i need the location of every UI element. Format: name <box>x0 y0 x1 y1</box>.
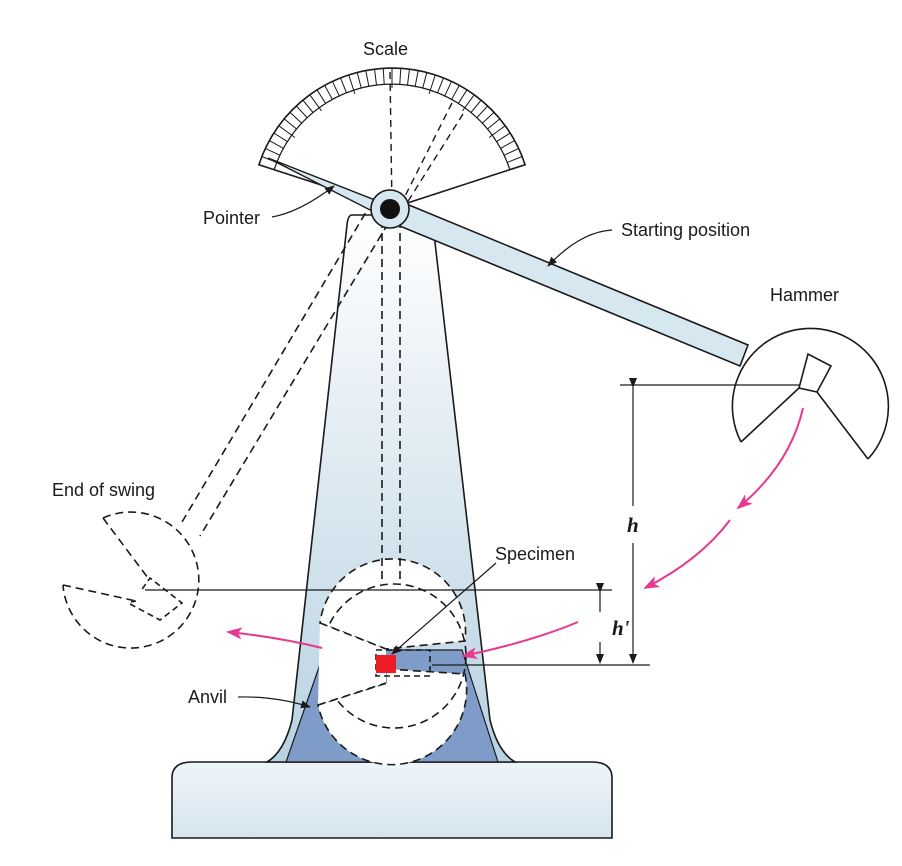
leader-anvil <box>237 696 311 709</box>
scale-tick <box>331 81 340 97</box>
pivot-inner <box>380 199 400 219</box>
swing-arrow-descending <box>736 407 804 510</box>
scale-tick <box>273 132 288 143</box>
scale-tick <box>482 111 495 124</box>
scale-tick <box>340 77 347 93</box>
scale-tick <box>507 156 523 163</box>
hammer-impact-upper <box>319 558 467 650</box>
scale-tick <box>302 99 314 113</box>
scale-dial <box>257 67 527 209</box>
scale-tick <box>462 94 475 112</box>
scale-tick <box>365 70 370 87</box>
machine-base <box>171 761 613 839</box>
label-specimen: Specimen <box>495 544 576 564</box>
scale-tick <box>265 147 281 156</box>
scale-tick <box>503 147 519 156</box>
scale-tick <box>278 125 296 138</box>
leader-starting-position <box>547 229 613 267</box>
hammer-end-of-swing <box>49 493 264 692</box>
scale-tick <box>316 89 327 104</box>
swing-arrow-impact <box>461 621 579 660</box>
scale-tick <box>258 164 279 172</box>
swing-arrow-exit <box>226 627 323 649</box>
label-h: h <box>627 513 639 537</box>
label-h-prime: h' <box>612 616 630 640</box>
scale-tick <box>470 99 482 113</box>
hammer-impact-position <box>317 668 468 766</box>
scale-tick <box>437 77 444 93</box>
scale-tick <box>451 85 460 100</box>
leader-pointer <box>271 185 335 218</box>
specimen <box>376 655 396 673</box>
scale-tick <box>496 132 511 143</box>
scale-tick <box>444 81 453 97</box>
scale-tick <box>348 74 356 95</box>
label-pointer: Pointer <box>203 208 261 228</box>
scale-tick <box>356 72 362 89</box>
scale-tick <box>476 105 489 118</box>
label-scale: Scale <box>363 39 409 59</box>
scale-tick <box>269 140 284 149</box>
scale-tick <box>422 72 428 89</box>
label-hammer: Hammer <box>770 285 840 305</box>
leader-specimen <box>391 562 497 655</box>
scale-tick <box>399 68 402 85</box>
scale-tick <box>382 68 385 85</box>
scale-tick <box>505 164 526 172</box>
scale-tick <box>414 70 419 87</box>
scale-tick <box>374 69 377 86</box>
scale-tick <box>407 69 410 86</box>
scale-tick <box>487 118 501 130</box>
hammer-starting <box>734 331 887 452</box>
scale-tick <box>428 74 436 95</box>
scale-tick <box>324 85 333 100</box>
scale-tick <box>283 118 297 130</box>
label-anvil: Anvil <box>188 687 228 707</box>
label-end-of-swing: End of swing <box>52 480 156 500</box>
scale-tick <box>309 94 322 112</box>
scale-tick <box>295 105 308 118</box>
label-starting-position: Starting position <box>621 220 751 240</box>
scale-tick <box>488 125 506 138</box>
scale-tick <box>457 89 468 104</box>
scale-tick <box>500 140 515 149</box>
scale-tick <box>289 111 302 124</box>
